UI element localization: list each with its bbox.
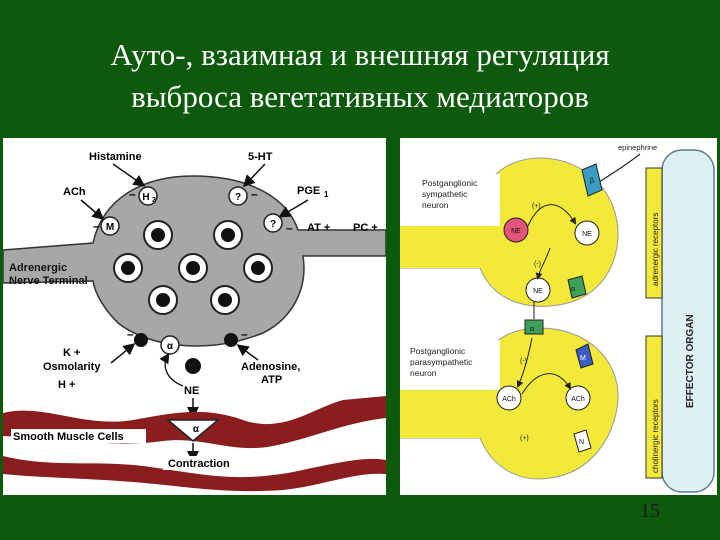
title-line-1: Ауто-, взаимная и внешняя регуляция bbox=[0, 34, 720, 76]
adenosine-label: Adenosine, bbox=[241, 361, 300, 373]
at-label: AT + bbox=[307, 222, 330, 234]
minus-sign: – bbox=[286, 221, 293, 235]
slide-title: Ауто-, взаимная и внешняя регуляция выбр… bbox=[0, 34, 720, 118]
parasympathetic-axon bbox=[400, 388, 480, 438]
svg-text:NE: NE bbox=[582, 231, 592, 238]
pc-label: PC + bbox=[353, 222, 378, 234]
sympathetic-label-2: sympathetic bbox=[422, 189, 468, 199]
sympathetic-axon bbox=[400, 223, 480, 268]
right-diagram: EFFECTOR ORGAN adrenergic receptors chol… bbox=[400, 138, 717, 495]
minus-mid: (-) bbox=[534, 261, 541, 268]
vesicle bbox=[214, 221, 242, 249]
svg-text:NE: NE bbox=[533, 288, 543, 295]
beta2-label: β bbox=[590, 178, 594, 185]
parasympathetic-label-3: neuron bbox=[410, 368, 437, 378]
sympathetic-label-1: Postganglionic bbox=[422, 178, 478, 188]
ach-vesicle-left: ACh bbox=[497, 386, 521, 410]
svg-text:?: ? bbox=[270, 219, 276, 230]
parasympathetic-label-1: Postganglionic bbox=[410, 346, 466, 356]
minus-sign: – bbox=[93, 219, 100, 233]
vesicle bbox=[244, 254, 272, 282]
alpha-autoreceptor: α bbox=[161, 336, 179, 354]
minus-sign: – bbox=[127, 327, 134, 341]
adrenergic-terminal-figure: Adrenergic Nerve Terminal M H 2 ? ? α Hi… bbox=[3, 138, 386, 495]
minus-sign: – bbox=[241, 327, 248, 341]
minus-sign: – bbox=[129, 187, 136, 201]
pge1-subscript: 1 bbox=[324, 190, 329, 199]
ne-release-dot bbox=[185, 358, 201, 374]
page-number: 15 bbox=[620, 500, 680, 523]
minus-sign: – bbox=[251, 187, 258, 201]
epinephrine-label: epinephrine bbox=[618, 143, 657, 152]
pge1-label: PGE bbox=[297, 185, 320, 197]
effector-organ-label: EFFECTOR ORGAN bbox=[685, 314, 696, 408]
atp-label: ATP bbox=[261, 374, 282, 386]
m-receptor-label: M bbox=[580, 355, 586, 362]
terminal-label-1: Adrenergic bbox=[9, 262, 67, 274]
svg-text:?: ? bbox=[235, 192, 241, 203]
smooth-muscle-label: Smooth Muscle Cells bbox=[13, 431, 124, 443]
ne-vesicle-bottom: NE bbox=[526, 278, 550, 302]
svg-text:NE: NE bbox=[511, 228, 521, 235]
vesicle bbox=[211, 286, 239, 314]
vesicle bbox=[114, 254, 142, 282]
ach-label: ACh bbox=[63, 186, 86, 198]
svg-text:ACh: ACh bbox=[502, 396, 516, 403]
m-receptor: M bbox=[101, 217, 119, 235]
alpha2-mid-label: α bbox=[530, 326, 534, 333]
title-line-2: выброса вегетативных медиаторов bbox=[0, 76, 720, 118]
cholinergic-receptors-label: cholinergic receptors bbox=[651, 399, 660, 473]
release-site-right bbox=[224, 333, 238, 347]
svg-text:ACh: ACh bbox=[571, 396, 585, 403]
ach-vesicle-right: ACh bbox=[566, 386, 590, 410]
terminal-label-2: Nerve Terminal bbox=[9, 275, 88, 287]
contraction-label: Contraction bbox=[168, 458, 230, 470]
h2-receptor: H 2 bbox=[139, 187, 157, 205]
svg-text:2: 2 bbox=[152, 197, 156, 204]
k-label: K + bbox=[63, 347, 80, 359]
svg-text:α: α bbox=[167, 341, 174, 352]
parasympathetic-label-2: parasympathetic bbox=[410, 357, 473, 367]
adrenergic-receptors-label: adrenergic receptors bbox=[651, 213, 660, 286]
unknown-receptor-1: ? bbox=[229, 187, 247, 205]
alpha2-top-label: α bbox=[571, 286, 575, 293]
ne-label: NE bbox=[184, 385, 199, 397]
sympathetic-label-3: neuron bbox=[422, 200, 449, 210]
vesicle bbox=[144, 221, 172, 249]
release-site-left bbox=[134, 333, 148, 347]
unknown-receptor-2: ? bbox=[264, 214, 282, 232]
muscle-alpha-label: α bbox=[193, 424, 200, 435]
left-diagram: Adrenergic Nerve Terminal M H 2 ? ? α Hi… bbox=[3, 138, 386, 495]
ne-vesicle-right: NE bbox=[575, 221, 599, 245]
osmolarity-label: Osmolarity bbox=[43, 361, 101, 373]
ne-vesicle-center: NE bbox=[504, 218, 528, 242]
svg-text:H: H bbox=[142, 192, 149, 203]
5ht-label: 5-HT bbox=[248, 151, 273, 163]
vesicle bbox=[179, 254, 207, 282]
svg-text:M: M bbox=[106, 222, 114, 233]
n-receptor-label: N bbox=[579, 439, 584, 446]
vesicle bbox=[149, 286, 177, 314]
plus-para: (+) bbox=[520, 435, 529, 442]
autonomic-regulation-figure: EFFECTOR ORGAN adrenergic receptors chol… bbox=[400, 138, 717, 495]
histamine-label: Histamine bbox=[89, 151, 142, 163]
h-plus-label: H + bbox=[58, 379, 75, 391]
